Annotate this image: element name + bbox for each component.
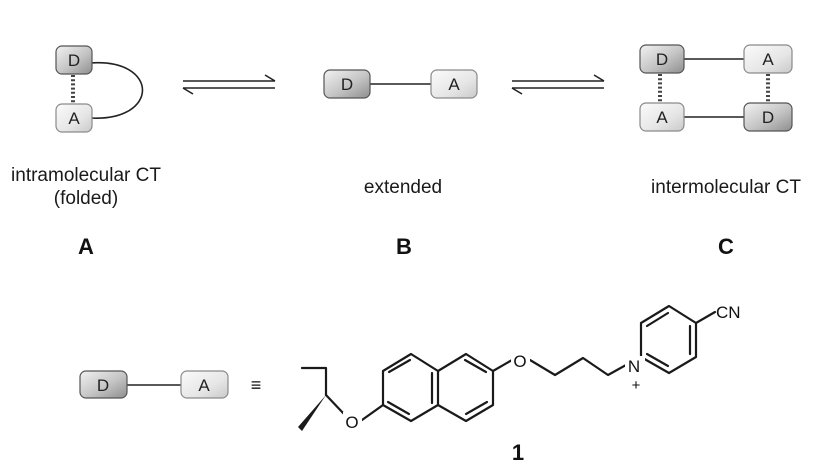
equilibrium-arrow-1 xyxy=(182,74,276,95)
acceptor-box xyxy=(55,103,93,133)
state-letter-c: C xyxy=(718,234,734,259)
donor-box xyxy=(639,44,685,74)
acceptor-box xyxy=(180,370,229,399)
caption-folded-line1: intramolecular CT xyxy=(11,165,161,186)
acceptor-box xyxy=(639,102,685,132)
state-letter-b: B xyxy=(396,234,412,259)
donor-box xyxy=(55,45,93,75)
donor-box xyxy=(323,69,371,99)
acceptor-label: A xyxy=(448,75,460,94)
equilibrium-arrow-2 xyxy=(511,74,605,95)
state-intermolecular: D A A D xyxy=(639,44,793,132)
donor-box xyxy=(79,370,128,399)
donor-label: D xyxy=(68,51,80,70)
propyl-linker xyxy=(528,356,628,377)
donor-label: D xyxy=(97,376,109,395)
cyano-group: CN xyxy=(716,303,741,322)
state-letter-a: A xyxy=(78,234,94,259)
wedge-bond xyxy=(298,395,326,431)
molecule-structure xyxy=(298,304,717,431)
positive-charge: + xyxy=(632,377,641,394)
caption-folded-line2: (folded) xyxy=(54,188,118,209)
acceptor-label: A xyxy=(762,50,774,69)
butyl-chain xyxy=(300,366,328,397)
acceptor-box xyxy=(743,44,793,74)
donor-label: D xyxy=(656,50,668,69)
state-folded: D A xyxy=(55,45,144,133)
pyridinium-nitrogen: N xyxy=(628,357,640,376)
folded-linker xyxy=(89,62,144,119)
donor-acceptor-legend: D A xyxy=(79,370,229,399)
naphthalene-ring-left xyxy=(381,352,440,423)
donor-label: D xyxy=(341,75,353,94)
donor-label: D xyxy=(762,108,774,127)
acceptor-label: A xyxy=(68,109,80,128)
compound-number: 1 xyxy=(512,440,524,465)
state-extended: D A xyxy=(323,69,478,99)
donor-box xyxy=(743,102,793,132)
ether-oxygen-1: O xyxy=(345,413,358,432)
pyridinium-ring xyxy=(639,304,698,375)
acceptor-box xyxy=(430,69,478,99)
caption-extended: extended xyxy=(364,177,442,198)
acceptor-label: A xyxy=(198,376,210,395)
caption-intermolecular: intermolecular CT xyxy=(651,177,801,198)
ether-oxygen-2: O xyxy=(513,352,526,371)
acceptor-label: A xyxy=(656,108,668,127)
naphthalene-ring-right xyxy=(436,352,495,423)
equivalence-symbol: ≡ xyxy=(251,375,262,395)
